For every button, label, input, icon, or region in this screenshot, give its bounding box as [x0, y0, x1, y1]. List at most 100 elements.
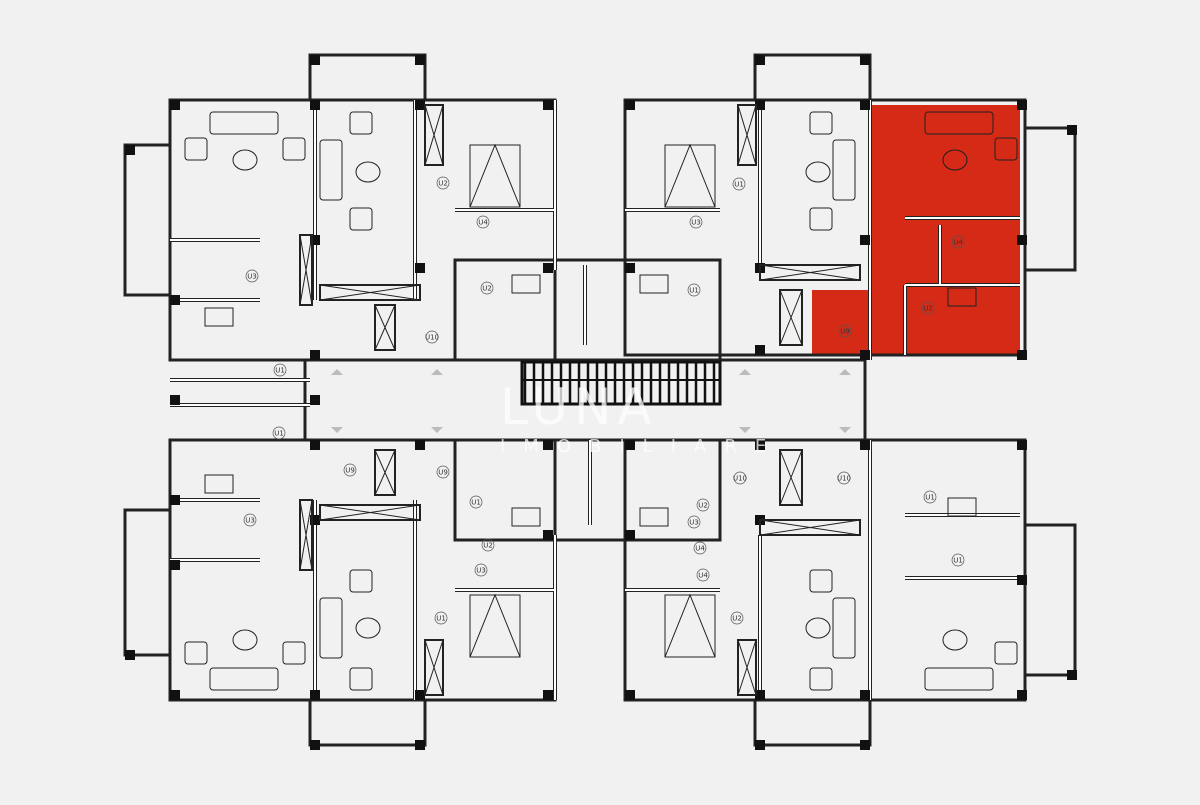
structural-column — [415, 100, 425, 110]
structural-column — [625, 263, 635, 273]
wall — [753, 698, 872, 747]
door-label: U9 — [840, 328, 850, 336]
structural-column — [170, 495, 180, 505]
sofa — [319, 597, 343, 659]
watermark: LUNA IMOBILIARE — [500, 378, 766, 457]
structural-column — [543, 100, 553, 110]
door-label-marker — [436, 465, 450, 479]
structural-column — [310, 100, 320, 110]
structural-column — [755, 740, 765, 750]
direction-arrow — [839, 427, 851, 433]
dining-table — [204, 307, 234, 327]
structural-column — [170, 395, 180, 405]
coffee-table — [232, 629, 258, 651]
structural-column — [415, 263, 425, 273]
dining-table — [511, 507, 541, 527]
storage-cross — [759, 264, 861, 281]
structural-column — [543, 440, 553, 450]
structural-column — [310, 350, 320, 360]
wall — [303, 358, 867, 442]
door-label: U2 — [923, 305, 933, 313]
storage-cross — [319, 284, 421, 301]
door-label: U1 — [471, 499, 481, 507]
door-label-marker — [245, 269, 259, 283]
door-label-marker — [436, 176, 450, 190]
bed — [664, 144, 716, 208]
door-label-marker — [273, 363, 287, 377]
bed-outline — [469, 143, 521, 208]
structural-column — [1017, 235, 1027, 245]
door-label: U1 — [275, 367, 285, 375]
coffee-table — [805, 617, 831, 639]
door-label: U2 — [698, 502, 708, 510]
structural-column — [170, 560, 180, 570]
storage-cross — [424, 104, 444, 166]
storage-cross — [299, 234, 313, 306]
door-label-marker — [687, 515, 701, 529]
direction-arrow — [431, 427, 443, 433]
door-label-marker — [696, 498, 710, 512]
structural-column — [755, 55, 765, 65]
direction-arrow — [331, 427, 343, 433]
structural-column — [310, 740, 320, 750]
door-label-marker — [837, 471, 851, 485]
structural-column — [860, 350, 870, 360]
door-label-marker — [425, 330, 439, 344]
door-label: U9 — [345, 467, 355, 475]
armchair — [809, 207, 833, 231]
structural-column — [310, 395, 320, 405]
door-label-marker — [476, 215, 490, 229]
direction-arrow — [431, 369, 443, 375]
dining-table — [639, 274, 669, 294]
door-label: U2 — [732, 615, 742, 623]
structural-column — [310, 55, 320, 65]
storage-cabinet — [759, 519, 861, 536]
storage-cabinet — [299, 234, 313, 306]
structural-column — [310, 690, 320, 700]
door-label-marker — [733, 471, 747, 485]
structural-column — [170, 690, 180, 700]
wall — [753, 53, 872, 102]
wall — [308, 53, 427, 102]
structural-column — [415, 55, 425, 65]
wall — [123, 143, 172, 297]
door-label: U3 — [245, 517, 255, 525]
structural-column — [1017, 690, 1027, 700]
structural-column — [860, 100, 870, 110]
armchair — [809, 667, 833, 691]
door-label: U1 — [734, 181, 744, 189]
door-label: U4 — [953, 239, 963, 247]
door-label-marker — [343, 463, 357, 477]
storage-cabinet — [779, 289, 803, 346]
door-label: U2 — [438, 180, 448, 188]
door-label: U4 — [695, 545, 705, 553]
structural-column — [543, 263, 553, 273]
armchair — [349, 667, 373, 691]
door-label-marker — [696, 568, 710, 582]
structural-column — [415, 740, 425, 750]
sofa — [319, 139, 343, 201]
structural-column — [1067, 670, 1077, 680]
dining-table — [204, 474, 234, 494]
coffee-table — [805, 161, 831, 183]
direction-arrow — [839, 369, 851, 375]
door-label-marker — [434, 611, 448, 625]
direction-arrow — [331, 369, 343, 375]
structural-column — [625, 440, 635, 450]
door-label: U4 — [698, 572, 708, 580]
door-label: U1 — [953, 557, 963, 565]
structural-column — [1067, 125, 1077, 135]
armchair — [349, 111, 373, 135]
storage-cabinet — [319, 284, 421, 301]
storage-cross — [779, 289, 803, 346]
door-label-marker — [687, 283, 701, 297]
staircase — [520, 360, 722, 406]
direction-arrow — [739, 369, 751, 375]
storage-cross — [299, 499, 313, 571]
storage-cabinet — [374, 449, 396, 496]
storage-cabinet — [424, 104, 444, 166]
storage-cabinet — [319, 504, 421, 521]
door-label: U10 — [425, 334, 439, 342]
coffee-table — [232, 149, 258, 171]
sofa — [209, 111, 279, 135]
